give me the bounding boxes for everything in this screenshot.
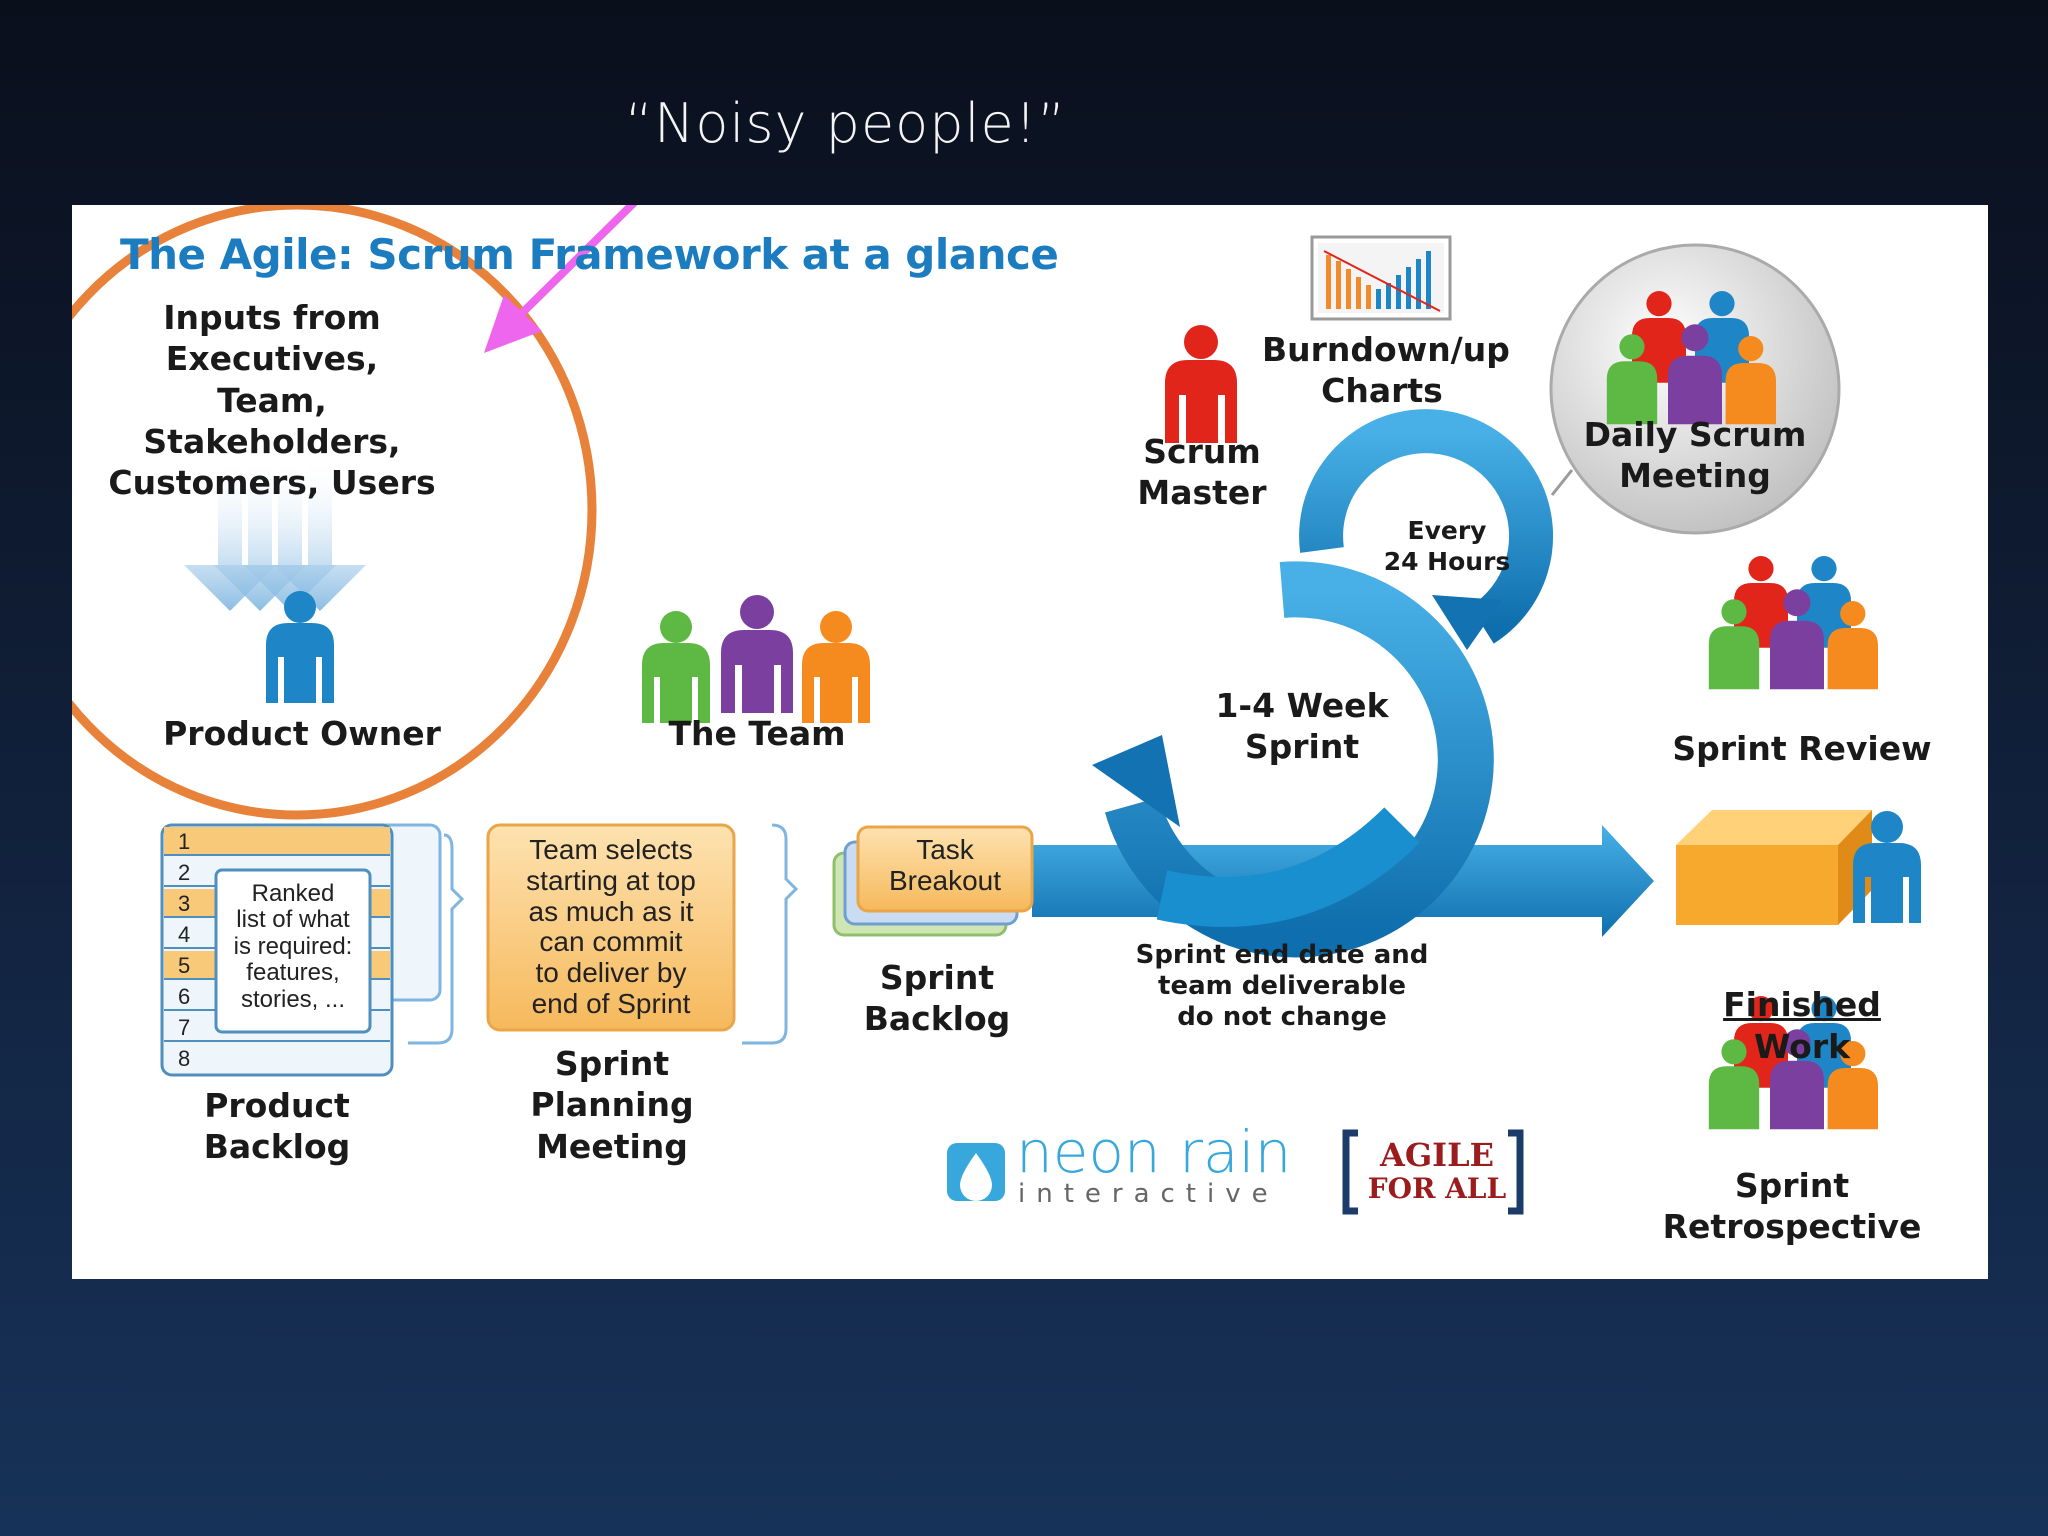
sprint-review-group-icon (1708, 556, 1878, 690)
work-word: Work (1753, 1026, 1851, 1066)
sprint-review-label: Sprint Review (1672, 729, 1932, 768)
sprint-planning-card (486, 823, 799, 1045)
sprint-backlog-label: Sprint Backlog (863, 958, 1011, 1039)
agile-for-all-logo-line2: FOR ALL (1367, 1172, 1507, 1205)
task-breakout-text: Task Breakout (888, 834, 1002, 896)
sprint-cycle-arrow (1032, 409, 1654, 958)
diagram-graphics (72, 205, 1921, 1215)
neon-rain-logo-mark (947, 1143, 1005, 1201)
daily-scrum-group-icon (1606, 291, 1776, 425)
backlog-row-number: 3 (178, 891, 191, 916)
product-backlog-stack (160, 823, 465, 1077)
neon-rain-logo-text: neon rain (1016, 1118, 1292, 1186)
scrum-diagram-panel: The Agile: Scrum Framework at a glance I… (72, 205, 1988, 1279)
neon-rain-logo-subtext: interactive (1018, 1179, 1279, 1209)
burndown-label: Burndown/up Charts (1262, 330, 1510, 411)
agile-for-all-logo-brackets (1342, 1129, 1524, 1215)
backlog-row-number: 4 (178, 922, 191, 947)
backlog-row-number: 5 (178, 953, 191, 978)
burndown-chart-icon (1310, 235, 1452, 321)
scrum-master-label: Scrum Master (1137, 432, 1267, 513)
pointer-arrow-icon (484, 205, 638, 353)
sprint-retrospective-label: Sprint Retrospective (1662, 1166, 1922, 1247)
the-team-label: The Team (668, 714, 846, 753)
finished-work-box-icon (1676, 810, 1872, 925)
sprint-end-note: Sprint end date and team deliverable do … (1135, 940, 1429, 1033)
inputs-label: Inputs from Executives, Team, Stakeholde… (108, 298, 436, 502)
highlight-circle (72, 205, 597, 820)
product-owner-label: Product Owner (163, 714, 441, 753)
backlog-row-number: 6 (178, 984, 191, 1009)
backlog-row-number: 8 (178, 1046, 191, 1071)
finished-work-person-icon (1853, 811, 1921, 923)
slide-caption: “Noisy people!” (625, 92, 1067, 155)
every-24-hours-label: Every 24 Hours (1383, 516, 1511, 577)
backlog-row-number: 7 (178, 1015, 191, 1040)
the-team-icon (642, 595, 870, 723)
ranked-list-text: Ranked list of what is required: feature… (233, 880, 353, 1013)
daily-scrum-label: Daily Scrum Meeting (1583, 415, 1807, 496)
agile-for-all-logo-line1: AGILE (1379, 1136, 1494, 1174)
scrum-master-icon (1165, 325, 1237, 443)
diagram-title: The Agile: Scrum Framework at a glance (120, 230, 1059, 279)
backlog-row-number: 2 (178, 860, 191, 885)
finished-word: Finished (1723, 985, 1881, 1025)
sprint-retrospective-group-icon (1708, 996, 1878, 1130)
task-breakout-cards (832, 825, 1034, 937)
sprint-planning-label: Sprint Planning Meeting (530, 1044, 694, 1166)
inputs-arrows-icon (184, 455, 366, 611)
team-selects-text: Team selects starting at top as much as … (526, 834, 696, 1019)
product-backlog-label: Product Backlog (203, 1086, 351, 1167)
product-owner-icon (266, 591, 334, 703)
finished-work-label: Finished Work (1672, 943, 1932, 1067)
sprint-length-label: 1-4 Week Sprint (1215, 686, 1389, 767)
backlog-row-number: 1 (178, 829, 191, 854)
